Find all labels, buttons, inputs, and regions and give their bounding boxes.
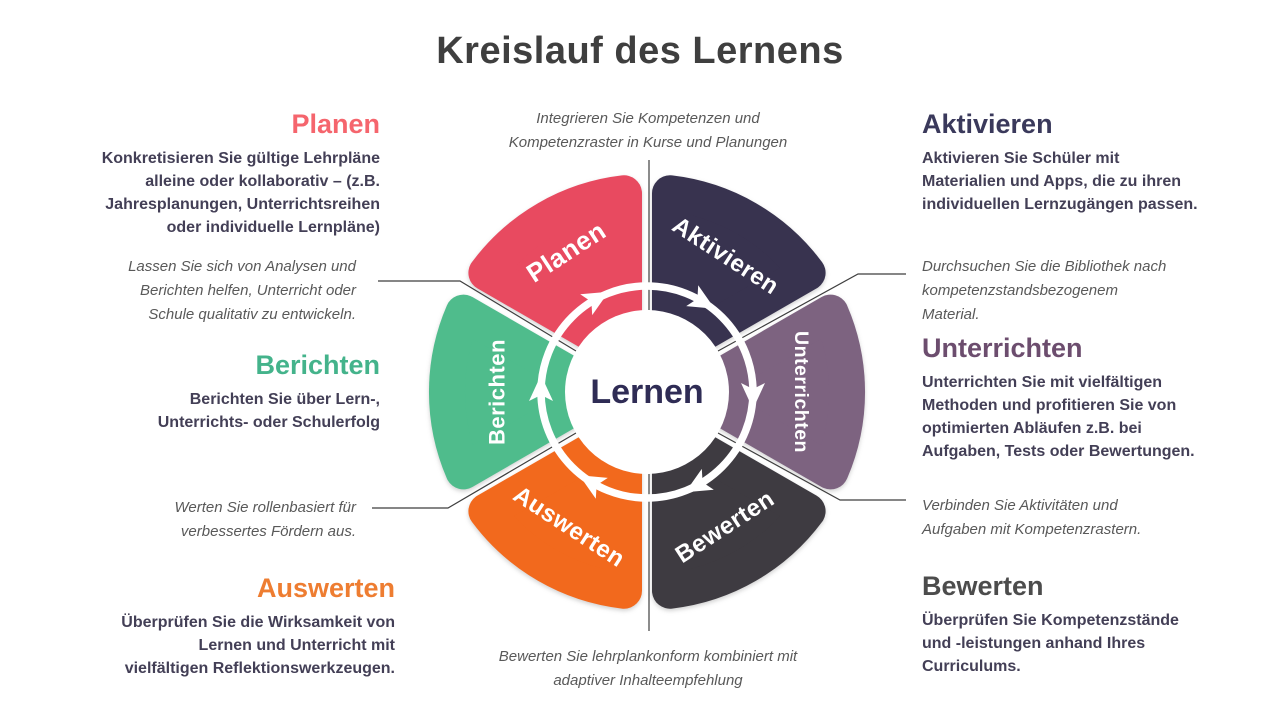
petal-label-berichten: Berichten [485, 339, 510, 445]
section-planen-body: Konkretisieren Sie gültige Lehrpläne all… [101, 150, 380, 237]
section-aktivieren-body: Aktivieren Sie Schüler mit Materialien u… [922, 150, 1198, 214]
connector-line [372, 432, 577, 509]
petal-label-unterrichten: Unterrichten [790, 331, 812, 453]
section-planen: Planen Konkretisieren Sie gültige Lehrpl… [38, 109, 380, 239]
section-bewerten-body: Überprüfen Sie Kompetenzstände und -leis… [922, 612, 1179, 676]
section-berichten: Berichten Berichten Sie über Lern-, Unte… [38, 350, 380, 434]
cycle-arrow-icon [685, 468, 714, 493]
section-planen-heading: Planen [291, 109, 380, 139]
connector-line [717, 273, 906, 352]
note-top: Integrieren Sie Kompetenzen und Kompeten… [508, 110, 788, 151]
page-title: Kreislauf des Lernens [436, 30, 844, 72]
connector-lines [372, 160, 906, 631]
note-rollen: Werten Sie rollenbasiert für verbesserte… [174, 499, 356, 540]
section-auswerten-body: Überprüfen Sie die Wirksamkeit von Lerne… [121, 614, 395, 678]
note-aktivitaeten: Verbinden Sie Aktivitäten und Aufgaben m… [922, 497, 1142, 538]
section-berichten-heading: Berichten [255, 350, 380, 380]
center-label: Lernen [590, 373, 703, 411]
connector-line [717, 432, 906, 501]
center-circle [565, 310, 729, 474]
cycle-arrow-icon [741, 383, 765, 409]
section-unterrichten: Unterrichten Unterrichten Sie mit vielfä… [922, 333, 1272, 463]
section-auswerten: Auswerten Überprüfen Sie die Wirksamkeit… [53, 573, 395, 680]
section-berichten-body: Berichten Sie über Lern-, Unterrichts- o… [157, 391, 380, 432]
note-analysen: Lassen Sie sich von Analysen und Bericht… [128, 258, 356, 323]
section-auswerten-heading: Auswerten [256, 573, 395, 603]
cycle-arrow-icon [579, 475, 608, 499]
note-bottom: Bewerten Sie lehrplankonform kombiniert … [498, 648, 798, 689]
note-bibliothek: Durchsuchen Sie die Bibliothek nach komp… [922, 258, 1167, 323]
connector-line [378, 280, 577, 352]
cycle-arrow-icon [529, 375, 553, 401]
section-unterrichten-heading: Unterrichten [922, 333, 1083, 363]
section-aktivieren-heading: Aktivieren [922, 109, 1053, 139]
cycle-arrow-icon [580, 291, 609, 316]
section-unterrichten-body: Unterrichten Sie mit vielfältigen Method… [922, 374, 1195, 461]
cycle-arrow-icon [686, 285, 715, 309]
section-bewerten: Bewerten Überprüfen Sie Kompetenzstände … [922, 571, 1267, 678]
section-aktivieren: Aktivieren Aktivieren Sie Schüler mit Ma… [922, 109, 1267, 216]
section-bewerten-heading: Bewerten [922, 571, 1044, 601]
cycle-arrows [529, 285, 765, 499]
